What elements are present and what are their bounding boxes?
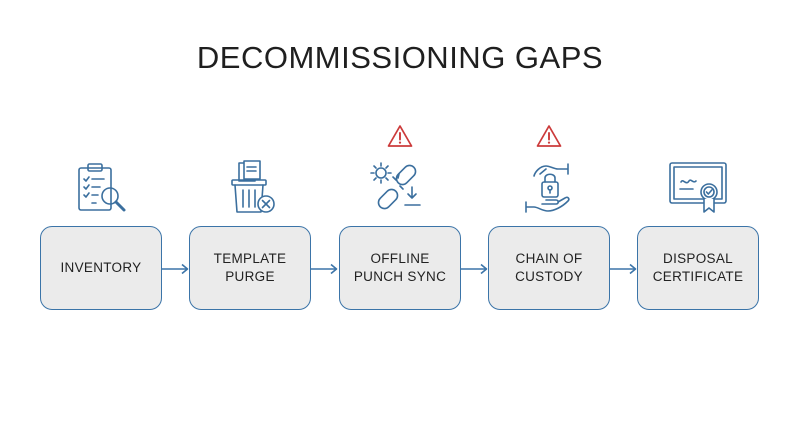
clipboard-magnifier-icon xyxy=(74,160,130,216)
step-label: DISPOSAL CERTIFICATE xyxy=(652,251,744,284)
step-disposal-certificate: DISPOSAL CERTIFICATE xyxy=(637,226,759,310)
step-label: INVENTORY xyxy=(60,260,142,275)
step-chain-of-custody: CHAIN OF CUSTODY xyxy=(488,226,610,310)
broken-link-sync-icon xyxy=(370,160,430,216)
step-label: CHAIN OF CUSTODY xyxy=(515,251,583,284)
step-template-purge: TEMPLATE PURGE xyxy=(189,226,311,310)
hand-off-lock-icon xyxy=(522,160,578,216)
page-title: DECOMMISSIONING GAPS xyxy=(196,40,604,75)
step-label: TEMPLATE PURGE xyxy=(213,251,287,284)
warning-icon xyxy=(387,124,413,153)
step-label: OFFLINE PUNCH SYNC xyxy=(353,251,447,284)
warning-icon xyxy=(536,124,562,153)
step-inventory: INVENTORY xyxy=(40,226,162,310)
step-offline-punch-sync: OFFLINE PUNCH SYNC xyxy=(339,226,461,310)
trash-documents-icon xyxy=(225,160,281,216)
flow-arrow xyxy=(461,262,489,280)
flow-arrow xyxy=(311,262,339,280)
certificate-icon xyxy=(669,162,729,216)
flow-arrow xyxy=(610,262,638,280)
flow-arrow xyxy=(162,262,190,280)
